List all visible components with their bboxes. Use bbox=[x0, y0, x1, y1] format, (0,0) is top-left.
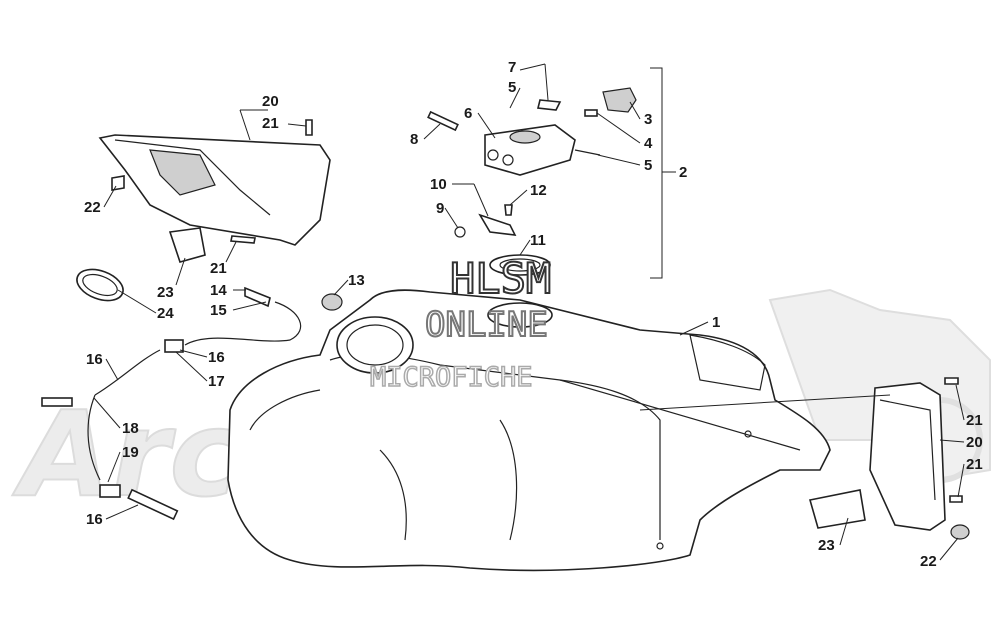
callout-10: 10 bbox=[430, 176, 447, 193]
fitting-14 bbox=[244, 286, 271, 308]
leader-lines bbox=[93, 63, 965, 561]
hose-bracket bbox=[454, 204, 517, 238]
pin-8 bbox=[427, 110, 459, 132]
callout-6: 6 bbox=[464, 105, 472, 122]
hose-16-bottom bbox=[127, 488, 179, 521]
watermark-line-3: MICROFICHE bbox=[370, 362, 533, 393]
callout-2: 2 bbox=[679, 164, 687, 181]
callout-1: 1 bbox=[712, 314, 720, 331]
fuel-lines bbox=[41, 286, 302, 521]
callout-22-right: 22 bbox=[920, 553, 937, 570]
callout-12: 12 bbox=[530, 182, 547, 199]
screw-21-left bbox=[230, 235, 256, 244]
left-side-panel bbox=[98, 119, 331, 263]
callout-4: 4 bbox=[644, 135, 653, 152]
fitting-17 bbox=[164, 339, 184, 353]
hlsm-watermark: HLSM ONLINE MICROFICHE bbox=[369, 253, 552, 394]
pin-5 bbox=[574, 149, 601, 156]
callout-23-right: 23 bbox=[818, 537, 835, 554]
watermark-line-1: HLSM bbox=[450, 254, 551, 303]
right-side-panel bbox=[808, 377, 970, 540]
screw-21-top bbox=[305, 119, 313, 136]
callout-22-left: 22 bbox=[84, 199, 101, 216]
grommet-13 bbox=[321, 293, 343, 311]
screw-12 bbox=[504, 204, 513, 216]
cap-lever-3 bbox=[602, 87, 637, 113]
clip-23-right bbox=[808, 489, 866, 529]
callout-15: 15 bbox=[210, 302, 227, 319]
watermark-line-2: ONLINE bbox=[425, 305, 548, 345]
group-bracket-2 bbox=[650, 67, 676, 279]
fuel-cap-assembly bbox=[427, 87, 637, 176]
callout-labels: 20 21 22 21 23 24 7 5 6 8 3 4 5 2 10 12 … bbox=[84, 59, 983, 570]
screw-21-right-bottom bbox=[949, 495, 963, 503]
callout-21-left: 21 bbox=[210, 260, 227, 277]
callout-24: 24 bbox=[157, 305, 174, 322]
hose-16-end bbox=[41, 397, 73, 407]
clip-23-left bbox=[168, 227, 206, 263]
grommet-22-right bbox=[950, 524, 970, 540]
callout-3: 3 bbox=[644, 111, 652, 128]
callout-11: 11 bbox=[530, 232, 546, 249]
callout-19: 19 bbox=[122, 444, 139, 461]
fitting-19 bbox=[99, 484, 121, 498]
callout-23-left: 23 bbox=[157, 284, 174, 301]
callout-21-top: 21 bbox=[262, 115, 279, 132]
latch-5 bbox=[537, 99, 562, 111]
fuel-filler-ring bbox=[487, 254, 553, 328]
callout-7: 7 bbox=[508, 59, 516, 76]
callout-20-top: 20 bbox=[262, 93, 279, 110]
callout-21-right-bottom: 21 bbox=[966, 456, 983, 473]
callout-9: 9 bbox=[436, 200, 444, 217]
callout-16-c: 16 bbox=[86, 511, 103, 528]
callout-5-mid: 5 bbox=[644, 157, 652, 174]
callout-20-right: 20 bbox=[966, 434, 983, 451]
screw-21-right-top bbox=[944, 377, 959, 385]
fuel-pump-opening bbox=[321, 293, 414, 374]
callout-14: 14 bbox=[210, 282, 227, 299]
callout-16-b: 16 bbox=[208, 349, 225, 366]
clamp-9 bbox=[454, 226, 466, 238]
callout-8: 8 bbox=[410, 131, 418, 148]
callout-21-right-top: 21 bbox=[966, 412, 983, 429]
hose-clamp-24 bbox=[76, 268, 124, 302]
callout-13: 13 bbox=[348, 272, 365, 289]
callout-5-top: 5 bbox=[508, 79, 516, 96]
callout-18: 18 bbox=[122, 420, 139, 437]
callout-16-a: 16 bbox=[86, 351, 103, 368]
callout-17: 17 bbox=[208, 373, 225, 390]
grommet-22-left bbox=[111, 175, 125, 191]
spring-4 bbox=[584, 109, 598, 117]
